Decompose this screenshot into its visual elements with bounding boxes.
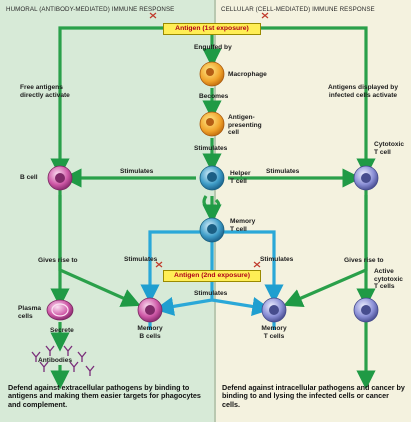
humoral-outcome-text: Defend against extracellular pathogens b… [8,383,201,409]
cellular-panel [215,0,411,422]
humoral-panel [0,0,215,422]
macrophage-nucleus [206,68,214,76]
memory-t-bottom-nucleus [269,305,279,315]
plasma-cell [46,299,74,321]
stimulates-top-label: Stimulates [194,145,228,152]
antigen-second-exposure: Antigen (2nd exposure) [163,270,261,282]
secrete-label: Secrete [50,327,74,334]
engulfed-by-label: Engulfed by [194,44,232,51]
stimulates-mid-right-label: Stimulates [260,256,294,263]
macrophage-label: Macrophage [228,71,267,78]
stimulates-right-label: Stimulates [266,168,300,175]
memory-t-center-nucleus [207,224,217,234]
cytotoxic-t-nucleus [361,173,371,183]
helper-t-nucleus [207,172,217,182]
memory-b-nucleus [145,305,155,315]
apc-nucleus [206,118,214,126]
b-cell-nucleus [55,173,65,183]
cellular-outcome-text: Defend against intracellular pathogens a… [222,383,405,409]
gives-rise-left-label: Gives rise to [38,257,78,264]
b-cell-label: B cell [20,174,38,181]
plasma-cell-er [51,303,69,317]
antigen-first-exposure: Antigen (1st exposure) [163,23,261,35]
active-cytotoxic-nucleus [361,305,371,315]
gives-rise-right-label: Gives rise to [344,257,384,264]
antibody-glyphs [31,345,95,376]
stimulates-bottom-label: Stimulates [194,290,228,297]
stimulates-mid-left-label: Stimulates [124,256,158,263]
cellular-header: CELLULAR (CELL-MEDIATED) IMMUNE RESPONSE [221,6,375,13]
becomes-label: Becomes [199,93,229,100]
humoral-header: HUMORAL (ANTIBODY-MEDIATED) IMMUNE RESPO… [6,6,175,13]
antigen-spikes [149,12,269,268]
antibodies-label: Antibodies [38,357,73,364]
stimulates-left-label: Stimulates [120,168,154,175]
green-arrows-top [50,26,376,390]
